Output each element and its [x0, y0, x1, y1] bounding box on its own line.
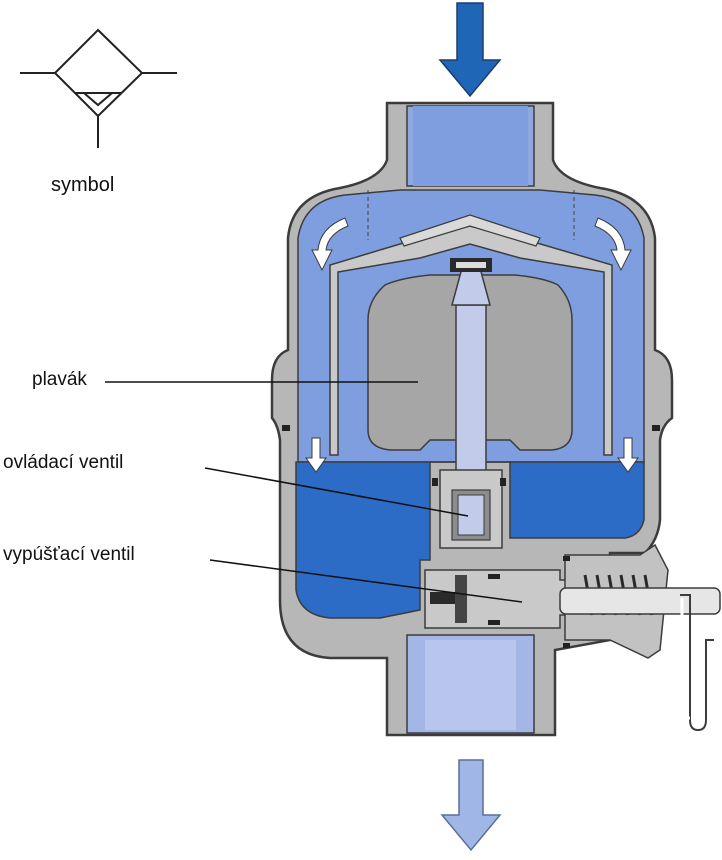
label-control-valve: ovládací ventil: [3, 452, 123, 473]
filter-drain-symbol-icon: [20, 28, 177, 148]
device-body: [270, 101, 721, 737]
leader-control-valve: [204, 467, 469, 517]
symbol-caption: symbol: [51, 174, 114, 196]
label-drain-valve: vypúšťací ventil: [3, 544, 135, 565]
flow-arrows: [305, 217, 639, 473]
label-float: plavák: [32, 369, 87, 390]
inlet-arrow: [438, 2, 502, 98]
leader-drain-valve: [209, 559, 523, 603]
control-valve: [439, 469, 503, 549]
outlet-arrow: [440, 759, 502, 852]
manual-override-rod: [559, 587, 721, 615]
